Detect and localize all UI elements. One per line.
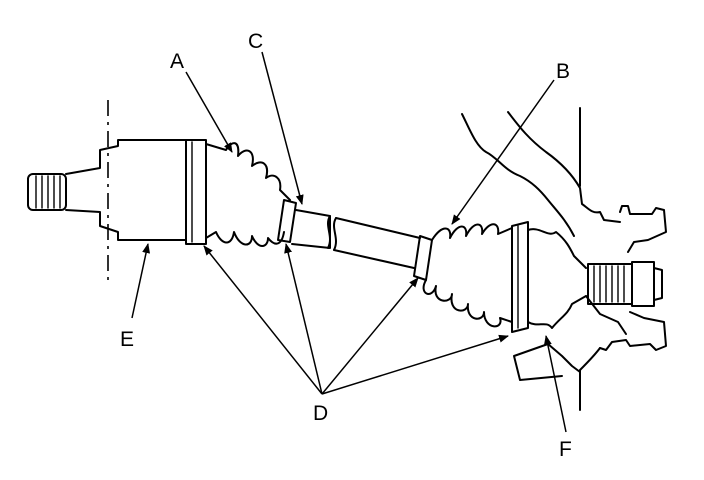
outboard-spline-teeth bbox=[593, 265, 625, 303]
intermediate-shaft bbox=[291, 209, 421, 269]
callouts bbox=[131, 51, 567, 433]
label-a: A bbox=[170, 50, 184, 73]
label-c: C bbox=[248, 30, 263, 53]
inboard-shaft-step bbox=[65, 139, 187, 241]
inboard-joint bbox=[27, 100, 207, 282]
callout-f-line bbox=[543, 335, 567, 433]
callout-c-line bbox=[261, 51, 304, 205]
label-f: F bbox=[559, 438, 572, 461]
label-d: D bbox=[313, 402, 328, 425]
callout-d-line-3 bbox=[321, 277, 419, 395]
steering-knuckle bbox=[461, 107, 667, 411]
outboard-joint bbox=[511, 221, 663, 333]
inboard-boot-outline bbox=[205, 142, 291, 247]
labels: A B C D E F bbox=[120, 30, 572, 461]
outboard-boot bbox=[413, 223, 513, 328]
callout-e-line bbox=[131, 243, 151, 319]
spindle-nut bbox=[631, 261, 663, 307]
callout-d-line-1 bbox=[203, 245, 323, 395]
label-b: B bbox=[556, 60, 570, 83]
inboard-housing-flange bbox=[185, 139, 207, 245]
callout-b-line bbox=[451, 79, 555, 225]
callout-d-line-4 bbox=[321, 334, 509, 395]
outboard-boot-outline bbox=[422, 223, 513, 328]
label-e: E bbox=[120, 328, 134, 351]
outboard-housing-body bbox=[527, 228, 587, 329]
inboard-small-clamp bbox=[277, 199, 297, 243]
inboard-spline-stub bbox=[27, 173, 67, 211]
callout-a-line bbox=[185, 71, 233, 153]
callout-d-line-2 bbox=[284, 243, 323, 395]
outboard-small-clamp bbox=[413, 235, 433, 281]
inboard-spline-teeth bbox=[35, 175, 61, 209]
inboard-boot bbox=[205, 142, 297, 247]
outboard-housing-flange bbox=[511, 221, 529, 333]
